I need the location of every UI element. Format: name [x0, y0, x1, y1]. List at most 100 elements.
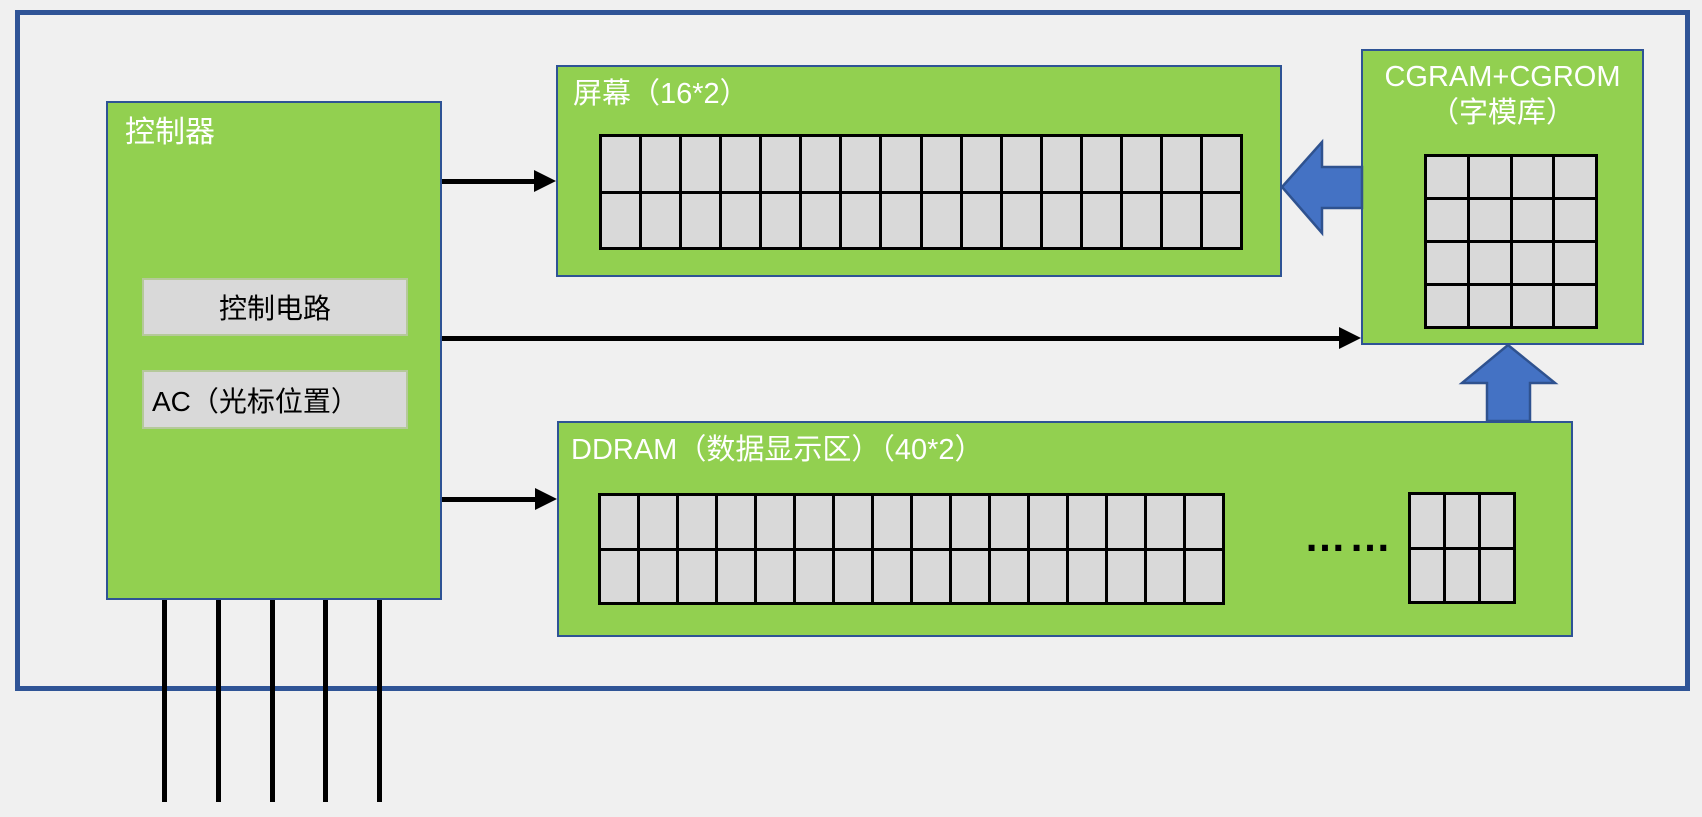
cgram-title-line1: CGRAM+CGROM — [1384, 61, 1621, 93]
grid-cell — [602, 193, 640, 247]
grid-cell — [762, 137, 800, 191]
grid-cell — [1555, 157, 1595, 197]
grid-cell — [1411, 495, 1443, 547]
cgram-cgrom-box: CGRAM+CGROM （字模库） — [1361, 49, 1644, 345]
controller-pin-line — [377, 600, 382, 802]
grid-cell — [757, 550, 793, 602]
grid-cell — [1122, 137, 1160, 191]
grid-cell — [718, 496, 754, 548]
grid-cell — [1427, 200, 1467, 240]
ddram-main-grid — [598, 493, 1225, 605]
grid-cell — [962, 137, 1000, 191]
cgram-cell-grid — [1424, 154, 1598, 329]
grid-cell — [1481, 495, 1513, 547]
controller-box: 控制器 控制电路 AC（光标位置） — [106, 101, 442, 600]
grid-cell — [1555, 286, 1595, 326]
controller-pin-line — [216, 600, 221, 802]
control-circuit-label: 控制电路 — [218, 293, 331, 324]
grid-cell — [796, 550, 832, 602]
grid-cell — [1446, 495, 1478, 547]
grid-cell — [679, 550, 715, 602]
diagram-outer-frame — [15, 10, 1690, 691]
grid-cell — [922, 193, 960, 247]
grid-cell — [1202, 137, 1240, 191]
grid-cell — [1512, 243, 1553, 283]
ac-cursor-box: AC（光标位置） — [142, 370, 408, 429]
grid-cell — [762, 193, 800, 247]
screen-title: 屏幕（16*2） — [573, 78, 749, 110]
grid-cell — [1122, 193, 1160, 247]
grid-cell — [1082, 193, 1120, 247]
grid-cell — [952, 496, 988, 548]
grid-cell — [722, 137, 760, 191]
grid-cell — [952, 550, 988, 602]
connector-controller-to-ddram — [442, 497, 536, 502]
grid-cell — [1069, 496, 1105, 548]
grid-cell — [1147, 550, 1183, 602]
grid-cell — [1512, 286, 1553, 326]
grid-cell — [1469, 243, 1510, 283]
grid-cell — [1512, 200, 1553, 240]
ddram-title: DDRAM（数据显示区）（40*2） — [571, 434, 984, 466]
cgram-title-line2: （字模库） — [1429, 97, 1575, 130]
screen-box: 屏幕（16*2） — [556, 65, 1282, 277]
grid-cell — [602, 137, 640, 191]
grid-cell — [802, 193, 840, 247]
grid-cell — [1427, 157, 1467, 197]
grid-cell — [882, 193, 920, 247]
grid-cell — [1162, 193, 1200, 247]
ddram-small-grid — [1408, 492, 1516, 604]
controller-pin-line — [270, 600, 275, 802]
arrowhead-to-cgram-icon — [1339, 327, 1361, 349]
grid-cell — [1108, 550, 1144, 602]
grid-cell — [1147, 496, 1183, 548]
grid-cell — [1446, 549, 1478, 601]
grid-cell — [874, 550, 910, 602]
grid-cell — [1427, 286, 1467, 326]
grid-cell — [1555, 243, 1595, 283]
grid-cell — [601, 496, 637, 548]
grid-cell — [842, 193, 880, 247]
ddram-ellipsis: …… — [1304, 513, 1394, 560]
grid-cell — [1162, 137, 1200, 191]
connector-controller-to-screen — [442, 179, 535, 184]
arrowhead-to-screen-icon — [534, 170, 556, 192]
grid-cell — [991, 496, 1027, 548]
grid-cell — [922, 137, 960, 191]
grid-cell — [1202, 193, 1240, 247]
grid-cell — [601, 550, 637, 602]
grid-cell — [882, 137, 920, 191]
block-arrow-ddram-to-cgram-icon — [1458, 343, 1559, 423]
screen-cell-grid — [599, 134, 1243, 250]
grid-cell — [679, 496, 715, 548]
controller-pin-line — [323, 600, 328, 802]
grid-cell — [1469, 200, 1510, 240]
controller-label: 控制器 — [125, 116, 215, 149]
grid-cell — [1002, 137, 1040, 191]
grid-cell — [835, 550, 871, 602]
grid-cell — [835, 496, 871, 548]
ac-cursor-label: AC（光标位置） — [152, 385, 359, 417]
grid-cell — [718, 550, 754, 602]
grid-cell — [913, 496, 949, 548]
grid-cell — [842, 137, 880, 191]
grid-cell — [1030, 550, 1066, 602]
grid-cell — [682, 137, 720, 191]
grid-cell — [640, 496, 676, 548]
grid-cell — [1030, 496, 1066, 548]
grid-cell — [1186, 496, 1222, 548]
grid-cell — [1042, 137, 1080, 191]
grid-cell — [1042, 193, 1080, 247]
grid-cell — [962, 193, 1000, 247]
grid-cell — [642, 193, 680, 247]
grid-cell — [1427, 243, 1467, 283]
grid-cell — [1082, 137, 1120, 191]
grid-cell — [1002, 193, 1040, 247]
grid-cell — [913, 550, 949, 602]
grid-cell — [1069, 550, 1105, 602]
grid-cell — [1469, 157, 1510, 197]
grid-cell — [1512, 157, 1553, 197]
grid-cell — [874, 496, 910, 548]
grid-cell — [1469, 286, 1510, 326]
